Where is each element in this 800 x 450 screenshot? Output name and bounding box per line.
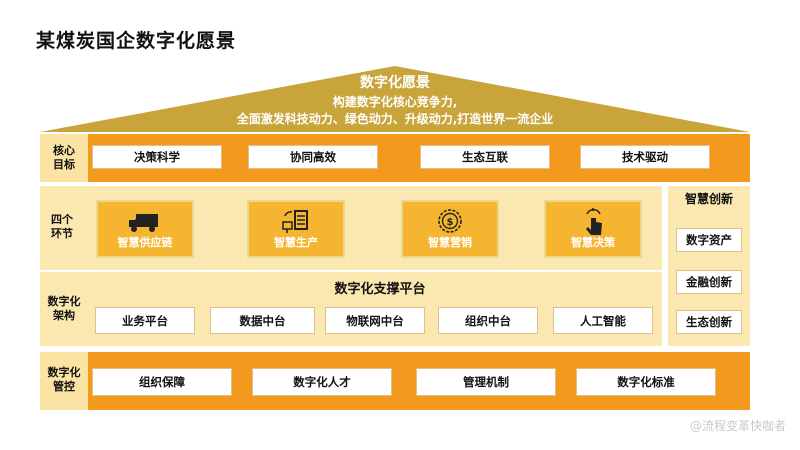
- architecture-title: 数字化支撑平台: [334, 282, 426, 297]
- tile-label-decision: 智慧决策: [571, 236, 615, 249]
- svg-text:$: $: [447, 217, 454, 228]
- four-links-label: 四个 环节: [40, 213, 84, 241]
- four-links-label-2: 环节: [51, 227, 73, 240]
- roof-triangle: [40, 66, 750, 132]
- tile-label-production: 智慧生产: [274, 236, 318, 249]
- control-band: 数字化 管控 组织保障 数字化人才 管理机制 数字化标准: [40, 352, 750, 410]
- roof-line-1: 构建数字化核心竞争力,: [332, 95, 458, 109]
- dollar-coin-icon: $: [438, 209, 462, 233]
- control-label-2: 管控: [53, 380, 75, 393]
- core-goals-label-2: 目标: [53, 158, 75, 171]
- control-organization: 组织保障: [92, 368, 232, 396]
- goal-collaboration: 协同高效: [248, 145, 378, 169]
- architecture-label: 数字化 架构: [40, 295, 88, 323]
- four-links-label-1: 四个: [51, 213, 73, 226]
- truck-icon: [129, 214, 158, 232]
- arch-business-platform: 业务平台: [95, 307, 195, 334]
- architecture-label-1: 数字化: [47, 295, 81, 308]
- tile-smart-production: 智慧生产: [247, 200, 345, 258]
- roof-title: 数字化愿景: [360, 75, 430, 91]
- innovation-column: 智慧创新 数字资产 金融创新 生态创新: [668, 186, 750, 346]
- control-label-1: 数字化: [47, 366, 81, 379]
- architecture-label-2: 架构: [53, 309, 75, 322]
- page-title: 某煤炭国企数字化愿景: [36, 30, 237, 52]
- section-divider: [40, 270, 662, 272]
- arch-ai: 人工智能: [553, 307, 653, 334]
- control-management: 管理机制: [416, 368, 556, 396]
- core-goals-label-box: 核心 目标: [40, 134, 88, 182]
- control-digital-standards: 数字化标准: [576, 368, 716, 396]
- innovation-finance: 金融创新: [676, 270, 742, 294]
- goal-decision-science: 决策科学: [92, 145, 222, 169]
- innovation-digital-assets: 数字资产: [676, 228, 742, 252]
- tile-smart-marketing: $ 智慧营销: [401, 200, 499, 258]
- goal-ecosystem: 生态互联: [420, 145, 550, 169]
- arch-iot-middle-platform: 物联网中台: [325, 307, 425, 334]
- production-icon: [282, 210, 308, 233]
- core-goals-label-1: 核心: [53, 144, 75, 157]
- control-label-box: 数字化 管控: [40, 352, 88, 410]
- innovation-title: 智慧创新: [684, 192, 733, 206]
- goal-technology: 技术驱动: [580, 145, 710, 169]
- tile-label-marketing: 智慧营销: [428, 236, 472, 249]
- roof-line-2: 全面激发科技动力、绿色动力、升级动力,打造世界一流企业: [236, 112, 554, 126]
- tile-label-supply-chain: 智慧供应链: [117, 236, 173, 249]
- arch-organization-platform: 组织中台: [438, 307, 538, 334]
- tap-hand-icon: [586, 208, 602, 235]
- control-digital-talent: 数字化人才: [252, 368, 392, 396]
- core-goals-band: 核心 目标 决策科学 协同高效 生态互联 技术驱动: [40, 134, 750, 182]
- tile-smart-supply-chain: 智慧供应链: [96, 200, 194, 258]
- arch-data-middle-platform: 数据中台: [210, 307, 315, 334]
- tile-smart-decision: 智慧决策: [544, 200, 642, 258]
- watermark: @流程变革快咖者: [689, 419, 786, 433]
- innovation-ecosystem: 生态创新: [676, 310, 742, 334]
